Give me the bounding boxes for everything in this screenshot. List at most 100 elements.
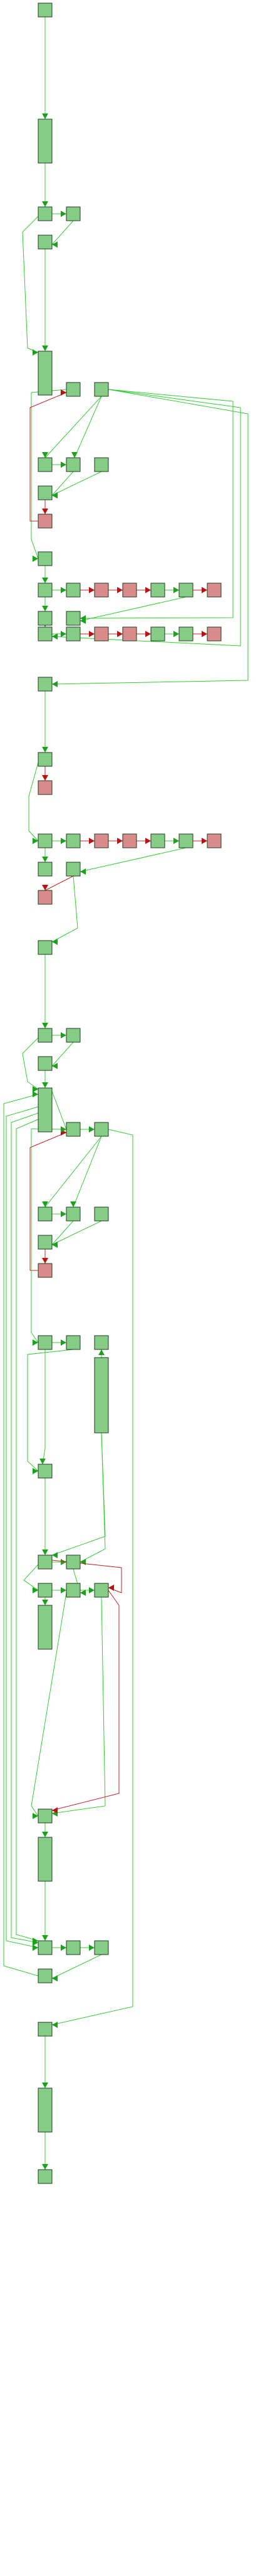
edge-arrowhead <box>33 349 38 356</box>
basic-block-node-59[interactable] <box>38 1464 53 1479</box>
basic-block-node-15[interactable] <box>66 583 81 598</box>
edge-arrowhead <box>89 1945 95 1951</box>
error-block-node-35[interactable] <box>94 833 109 848</box>
edge-arrowhead <box>80 1590 86 1596</box>
edge-arrowhead <box>89 631 95 637</box>
basic-block-node-31[interactable] <box>38 752 53 767</box>
error-block-node-17[interactable] <box>122 583 137 598</box>
basic-block-node-18[interactable] <box>150 583 165 598</box>
basic-block-node-65[interactable] <box>38 1605 53 1650</box>
basic-block-node-7[interactable] <box>94 382 109 397</box>
edge-arrowhead <box>202 631 207 637</box>
edge-arrowhead <box>117 587 123 593</box>
edge-arrowhead <box>52 1975 58 1982</box>
error-block-node-12[interactable] <box>38 514 53 529</box>
basic-block-node-14[interactable] <box>38 583 53 598</box>
basic-block-node-38[interactable] <box>178 833 194 848</box>
basic-block-node-69[interactable] <box>66 1940 81 1955</box>
basic-block-node-33[interactable] <box>38 833 53 848</box>
edge-arrowhead <box>39 1459 46 1464</box>
edge-arrowhead <box>42 885 48 890</box>
basic-block-node-46[interactable] <box>38 1056 53 1071</box>
basic-block-node-45[interactable] <box>66 1028 81 1043</box>
flow-edge-55 <box>51 1220 74 1245</box>
error-block-node-20[interactable] <box>207 583 222 598</box>
basic-block-node-11[interactable] <box>38 485 53 500</box>
edge-arrowhead <box>33 1945 38 1951</box>
basic-block-node-6[interactable] <box>66 382 81 397</box>
basic-block-node-0[interactable] <box>38 3 53 18</box>
basic-block-node-60[interactable] <box>38 1555 53 1570</box>
edge-arrowhead <box>61 389 66 396</box>
edge-arrowhead <box>52 1552 58 1558</box>
basic-block-node-43[interactable] <box>38 940 53 955</box>
basic-block-node-5[interactable] <box>38 351 53 396</box>
basic-block-node-44[interactable] <box>38 1028 53 1043</box>
flow-edge-3 <box>51 220 74 245</box>
edge-arrowhead <box>33 1091 38 1097</box>
edge-arrowhead <box>70 1201 76 1207</box>
edge-arrowhead <box>145 631 151 637</box>
error-block-node-42[interactable] <box>38 890 53 905</box>
basic-block-node-2[interactable] <box>38 206 53 221</box>
error-block-node-29[interactable] <box>207 626 222 641</box>
basic-block-node-1[interactable] <box>38 119 53 164</box>
basic-block-node-64[interactable] <box>94 1583 109 1598</box>
edge-arrowhead <box>42 747 48 752</box>
error-block-node-54[interactable] <box>38 1263 53 1278</box>
error-block-node-25[interactable] <box>94 626 109 641</box>
basic-block-node-57[interactable] <box>94 1335 109 1350</box>
basic-block-node-8[interactable] <box>38 457 53 472</box>
basic-block-node-49[interactable] <box>94 1122 109 1137</box>
basic-block-node-28[interactable] <box>178 626 194 641</box>
edge-arrowhead <box>89 587 95 593</box>
basic-block-node-10[interactable] <box>94 457 109 472</box>
basic-block-node-41[interactable] <box>66 862 81 877</box>
basic-block-node-58[interactable] <box>94 1357 109 1433</box>
edge-arrowhead <box>42 509 48 514</box>
edge-arrowhead <box>108 1585 114 1591</box>
basic-block-node-74[interactable] <box>38 2169 53 2184</box>
edge-arrowhead <box>61 1945 66 1951</box>
basic-block-node-70[interactable] <box>94 1940 109 1955</box>
basic-block-node-24[interactable] <box>66 626 81 641</box>
basic-block-node-23[interactable] <box>38 626 53 641</box>
basic-block-node-13[interactable] <box>38 551 53 566</box>
basic-block-node-73[interactable] <box>38 2088 53 2133</box>
basic-block-node-48[interactable] <box>66 1122 81 1137</box>
flow-edge-61 <box>27 1349 74 1472</box>
flow-edge-87 <box>3 1094 39 1977</box>
basic-block-node-40[interactable] <box>38 862 53 877</box>
basic-block-node-30[interactable] <box>38 677 53 692</box>
basic-block-node-37[interactable] <box>150 833 165 848</box>
basic-block-node-72[interactable] <box>38 2022 53 2037</box>
basic-block-node-51[interactable] <box>66 1206 81 1222</box>
basic-block-node-68[interactable] <box>38 1940 53 1955</box>
basic-block-node-9[interactable] <box>66 457 81 472</box>
basic-block-node-19[interactable] <box>178 583 194 598</box>
basic-block-node-34[interactable] <box>66 833 81 848</box>
basic-block-node-3[interactable] <box>66 206 81 221</box>
basic-block-node-63[interactable] <box>66 1583 81 1598</box>
basic-block-node-56[interactable] <box>66 1335 81 1350</box>
error-block-node-32[interactable] <box>38 780 53 795</box>
error-block-node-39[interactable] <box>207 833 222 848</box>
basic-block-node-71[interactable] <box>38 1968 53 1983</box>
basic-block-node-4[interactable] <box>38 235 53 250</box>
basic-block-node-47[interactable] <box>38 1087 53 1132</box>
error-block-node-36[interactable] <box>122 833 137 848</box>
basic-block-node-66[interactable] <box>38 1808 53 1824</box>
basic-block-node-52[interactable] <box>94 1206 109 1222</box>
basic-block-node-22[interactable] <box>66 611 81 626</box>
basic-block-node-53[interactable] <box>38 1235 53 1250</box>
basic-block-node-61[interactable] <box>66 1555 81 1570</box>
basic-block-node-50[interactable] <box>38 1206 53 1222</box>
basic-block-node-67[interactable] <box>38 1837 53 1882</box>
flow-edge-83 <box>16 1119 39 1941</box>
basic-block-node-55[interactable] <box>38 1335 53 1350</box>
basic-block-node-62[interactable] <box>38 1583 53 1598</box>
basic-block-node-27[interactable] <box>150 626 165 641</box>
error-block-node-16[interactable] <box>94 583 109 598</box>
basic-block-node-21[interactable] <box>38 611 53 626</box>
error-block-node-26[interactable] <box>122 626 137 641</box>
